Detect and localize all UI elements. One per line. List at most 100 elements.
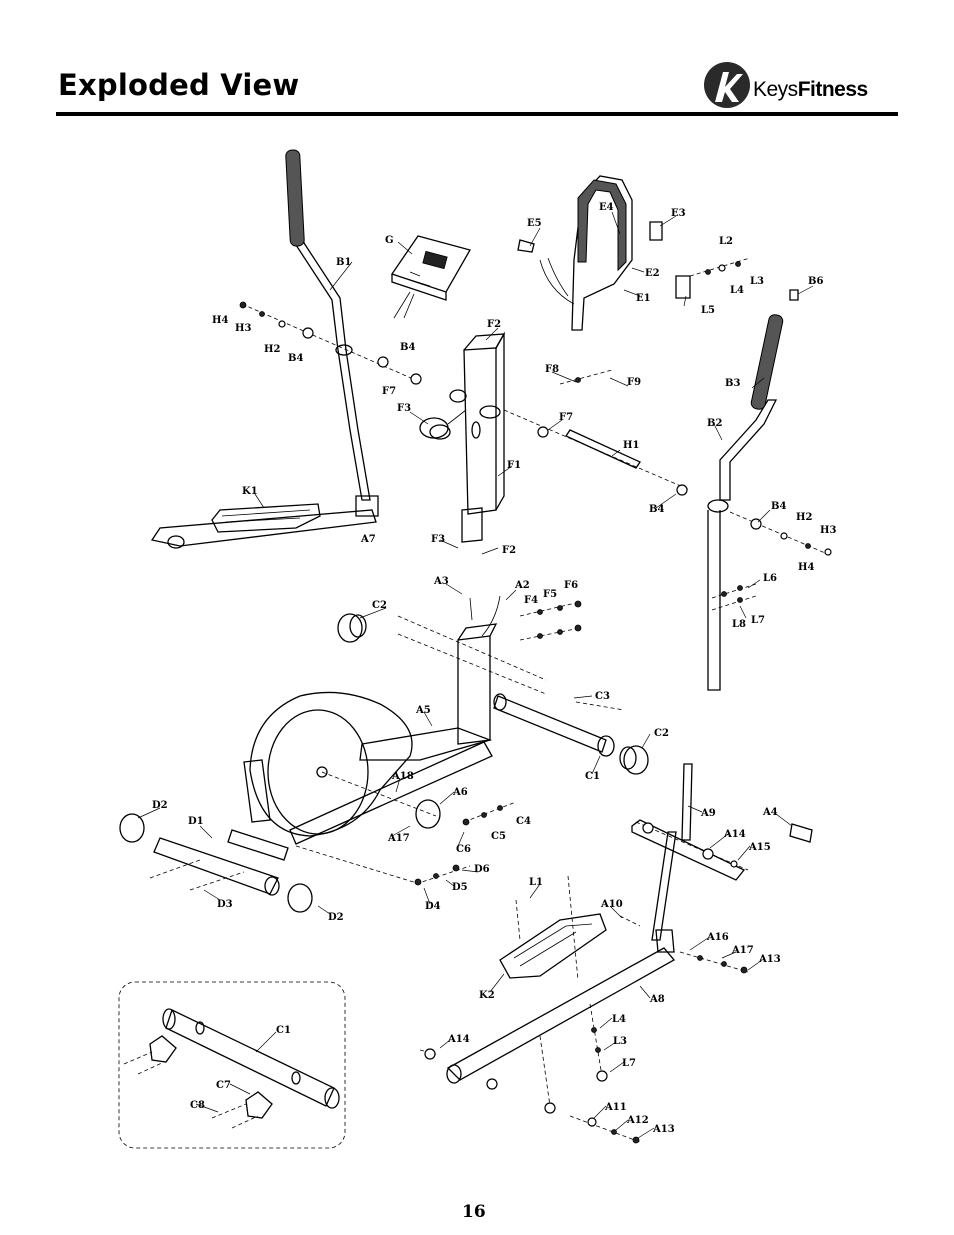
label-l8: L8 bbox=[732, 619, 746, 630]
label-b4-left: B4 bbox=[288, 353, 303, 364]
label-c1: C1 bbox=[585, 771, 600, 782]
label-a12: A12 bbox=[626, 1115, 649, 1126]
label-c1-inset: C1 bbox=[276, 1025, 291, 1036]
label-c2-left: C2 bbox=[372, 600, 387, 611]
label-c3: C3 bbox=[595, 691, 610, 702]
label-h3-right: H3 bbox=[820, 525, 836, 536]
label-l3-top: L3 bbox=[750, 276, 764, 287]
label-b4-right: B4 bbox=[771, 501, 786, 512]
label-d6: D6 bbox=[474, 864, 490, 875]
handrail-hardware bbox=[675, 257, 751, 299]
label-l5: L5 bbox=[701, 305, 715, 316]
label-d1: D1 bbox=[188, 816, 204, 827]
label-f7-left: F7 bbox=[382, 386, 396, 397]
label-b3: B3 bbox=[725, 378, 740, 389]
label-c2-right: C2 bbox=[654, 728, 669, 739]
label-c5: C5 bbox=[491, 831, 506, 842]
lower-post-hardware bbox=[397, 595, 582, 695]
label-a6: A6 bbox=[452, 787, 468, 798]
label-g: G bbox=[385, 235, 394, 246]
label-h3-left: H3 bbox=[235, 323, 251, 334]
label-c6: C6 bbox=[456, 844, 471, 855]
label-f5: F5 bbox=[543, 589, 557, 600]
label-d3: D3 bbox=[217, 899, 233, 910]
label-a2: A2 bbox=[514, 580, 530, 591]
label-a13-right: A13 bbox=[758, 954, 781, 965]
console-g bbox=[390, 235, 471, 319]
label-b6: B6 bbox=[808, 276, 823, 287]
label-k2: K2 bbox=[479, 990, 495, 1001]
exploded-view-diagram: B1 G E5 E4 E3 L2 E2 L3 L4 E1 L5 B6 H4 H3… bbox=[118, 149, 836, 1149]
right-pedal-k2 bbox=[419, 875, 749, 1144]
label-e4: E4 bbox=[599, 202, 614, 213]
handrail-e1 bbox=[517, 175, 663, 331]
label-a17-right: A17 bbox=[731, 945, 754, 956]
label-d2-left: D2 bbox=[152, 800, 168, 811]
label-l7-bottom: L7 bbox=[622, 1058, 636, 1069]
label-f3-bottom: F3 bbox=[431, 534, 445, 545]
label-a14-right: A14 bbox=[723, 829, 746, 840]
left-handlebar-b1 bbox=[285, 149, 371, 501]
page-number: 16 bbox=[462, 1202, 486, 1222]
label-a18: A18 bbox=[391, 771, 414, 782]
label-a9: A9 bbox=[700, 808, 716, 819]
label-a7: A7 bbox=[360, 534, 376, 545]
rear-stabilizer-d1 bbox=[119, 813, 471, 913]
label-l4-bottom: L4 bbox=[612, 1014, 626, 1025]
label-f2-bottom: F2 bbox=[502, 545, 516, 556]
label-f6: F6 bbox=[564, 580, 578, 591]
label-b1: B1 bbox=[336, 257, 351, 268]
label-c7: C7 bbox=[216, 1080, 231, 1091]
right-hardware bbox=[729, 511, 833, 557]
label-d5: D5 bbox=[452, 882, 468, 893]
label-b2: B2 bbox=[707, 418, 722, 429]
label-l3-bottom: L3 bbox=[613, 1036, 627, 1047]
label-h2-left: H2 bbox=[264, 344, 280, 355]
label-a14-left: A14 bbox=[447, 1034, 470, 1045]
label-a4: A4 bbox=[762, 807, 778, 818]
label-l4-top: L4 bbox=[730, 285, 744, 296]
label-f7-right: F7 bbox=[559, 412, 573, 423]
label-a15: A15 bbox=[748, 842, 771, 853]
label-h1: H1 bbox=[623, 440, 639, 451]
label-a11: A11 bbox=[604, 1102, 627, 1113]
end-caps-c2 bbox=[337, 613, 649, 775]
label-f4: F4 bbox=[524, 595, 538, 606]
axle-h1 bbox=[503, 369, 691, 496]
lower-arm-hardware bbox=[711, 583, 757, 611]
label-b4-mid: B4 bbox=[400, 342, 415, 353]
right-handlebar-b2 bbox=[707, 289, 799, 691]
label-d4: D4 bbox=[425, 901, 441, 912]
label-f9: F9 bbox=[627, 377, 641, 388]
label-e5: E5 bbox=[527, 218, 542, 229]
inset-detail bbox=[118, 981, 346, 1149]
main-frame-a5 bbox=[289, 623, 625, 845]
label-a8: A8 bbox=[649, 994, 665, 1005]
label-a10: A10 bbox=[600, 899, 623, 910]
label-c8: C8 bbox=[190, 1100, 205, 1111]
label-l7-top: L7 bbox=[751, 615, 765, 626]
label-f8: F8 bbox=[545, 364, 559, 375]
label-e1: E1 bbox=[636, 293, 651, 304]
label-c4: C4 bbox=[516, 816, 531, 827]
label-e2: E2 bbox=[645, 268, 660, 279]
label-a13-bottom: A13 bbox=[652, 1124, 675, 1135]
tension-knob-f3 bbox=[419, 409, 467, 440]
label-a3: A3 bbox=[433, 576, 449, 587]
label-f2-top: F2 bbox=[487, 319, 501, 330]
label-k1: K1 bbox=[242, 486, 258, 497]
label-a16: A16 bbox=[706, 932, 729, 943]
label-l2: L2 bbox=[719, 236, 733, 247]
header-rule bbox=[56, 112, 898, 116]
label-f1: F1 bbox=[507, 460, 521, 471]
label-h2-right: H2 bbox=[796, 512, 812, 523]
leader-lines bbox=[137, 211, 814, 1139]
label-f3-top: F3 bbox=[397, 403, 411, 414]
label-h4-left: H4 bbox=[212, 315, 228, 326]
label-l1: L1 bbox=[529, 877, 543, 888]
c-hardware bbox=[462, 801, 517, 826]
label-e3: E3 bbox=[671, 208, 686, 219]
brand-wordmark: KeysFitness bbox=[753, 78, 868, 101]
flywheel-housing bbox=[243, 691, 441, 837]
left-pedal-k1 bbox=[150, 495, 379, 549]
